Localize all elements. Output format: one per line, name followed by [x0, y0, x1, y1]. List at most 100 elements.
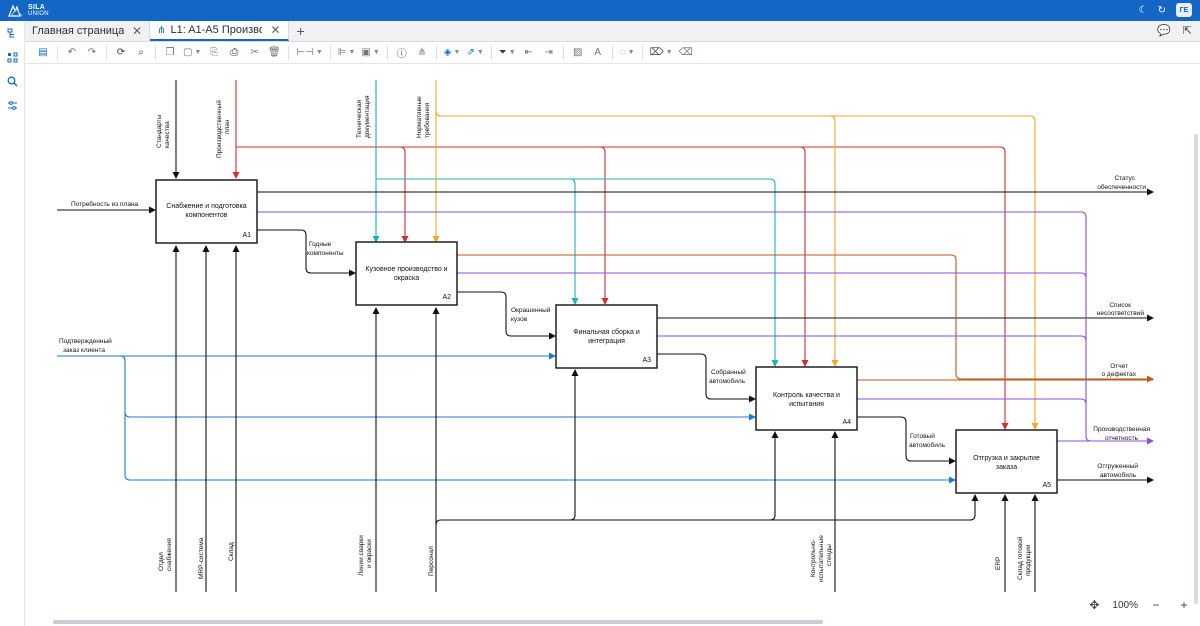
add-tab-button[interactable]: +	[296, 23, 305, 39]
filter-icon[interactable]: ⏷▼	[498, 47, 516, 58]
arrow-control-techdoc-a4[interactable]	[570, 178, 779, 367]
activity-box[interactable]	[155, 179, 258, 244]
logo-text-bottom: UNION	[28, 10, 49, 17]
cut-icon[interactable]: ✂	[250, 47, 259, 58]
activity-a5[interactable]: Отгрузка и закрытие заказа A5	[955, 429, 1058, 494]
zoom-level: 100%	[1112, 599, 1138, 611]
copy-icon[interactable]: ❐	[165, 47, 175, 58]
arrow-flow-a4-a5[interactable]	[857, 416, 956, 465]
comments-icon[interactable]: 💬	[1157, 25, 1171, 37]
zoom-out-button[interactable]: −	[1152, 598, 1160, 612]
comment-shape-icon[interactable]: ◌▼	[619, 47, 635, 58]
text-icon[interactable]: A	[594, 47, 602, 58]
arrow-input-order-a4[interactable]	[119, 355, 756, 421]
activity-box[interactable]	[755, 366, 858, 431]
paste-icon[interactable]: ⎘	[210, 47, 219, 58]
arrange-icon[interactable]: ▣▼	[361, 47, 380, 58]
activity-box[interactable]	[555, 304, 658, 369]
activity-label-line2: испытания	[789, 401, 824, 408]
diagram-tools-icon[interactable]	[0, 45, 25, 69]
arrow-control-plan-a5[interactable]	[800, 146, 1009, 430]
logo-text-top: SILA	[28, 3, 46, 11]
info-icon[interactable]: ⓘ	[396, 49, 407, 60]
filters-glyph	[8, 100, 17, 110]
tab-diagram-close-icon[interactable]: ✕	[270, 23, 281, 37]
arrow-output-reporting-a3[interactable]	[657, 335, 1087, 342]
control-label-line2: качества	[164, 121, 171, 148]
arrow-output-defects-a2[interactable]	[457, 254, 1154, 383]
layers-icon[interactable]: ▤	[38, 47, 48, 58]
undo-icon[interactable]: ↶	[67, 47, 77, 58]
idef0-diagram[interactable]: Снабжение и подготовка компонентов A1 Ку…	[25, 64, 1200, 626]
theme-toggle-icon[interactable]: ☾	[1138, 4, 1148, 16]
output-label-line2: несоответствий	[1097, 309, 1145, 317]
print-icon[interactable]: ⎙	[230, 47, 239, 58]
output-label-line1: Производственная	[1093, 426, 1150, 433]
control-label-line1: Нормативные	[416, 96, 423, 138]
eraser-icon[interactable]: ⌫	[678, 47, 693, 58]
app-logo[interactable]: SILA UNION	[8, 4, 49, 18]
hierarchy-glyph	[7, 28, 14, 37]
arrow-control-norms-a5[interactable]	[830, 115, 1039, 430]
horizontal-scrollbar[interactable]	[53, 620, 823, 624]
zoom-in-button[interactable]: +	[1180, 598, 1188, 612]
activity-box[interactable]	[355, 241, 458, 306]
activity-a2[interactable]: Кузовное производство и окраска A2	[355, 241, 458, 306]
input-label-line2: заказ клиента	[63, 347, 105, 354]
arrow-mech-staff-a4[interactable]	[570, 431, 779, 521]
arrow-mech-staff-a5[interactable]	[770, 494, 979, 521]
activity-a1[interactable]: Снабжение и подготовка компонентов A1	[155, 179, 258, 244]
image-icon[interactable]: ▨	[572, 47, 583, 58]
activity-a4[interactable]: Контроль качества и испытания A4	[755, 366, 858, 431]
format-painter-icon[interactable]: ⌦▼	[649, 47, 673, 58]
user-avatar[interactable]: ГЕ	[1176, 3, 1192, 17]
filters-icon[interactable]	[0, 93, 25, 117]
output-label-line1: Статус	[1114, 175, 1135, 182]
mechanism-label-line1: Отдел	[158, 552, 165, 571]
refresh-icon[interactable]: ↻	[1157, 4, 1166, 16]
arrow-output-reporting-a2[interactable]	[457, 272, 1087, 279]
select-icon[interactable]: ◈▼	[443, 47, 461, 58]
distribute-icon[interactable]: ⊢⊣▼	[296, 47, 323, 58]
control-label-line2: документация	[364, 95, 371, 138]
arrow-input-order-a5[interactable]	[124, 412, 956, 484]
arrow-mech-staff-a3[interactable]	[435, 369, 579, 526]
tab-diagram[interactable]: ⋔ L1: A1-A5 Производст ✕	[150, 21, 289, 41]
activity-box[interactable]	[955, 429, 1058, 494]
mechanism-label: MRP-система	[198, 537, 205, 579]
collapse-icon[interactable]: ⇱	[1182, 25, 1192, 37]
logo-icon	[8, 4, 23, 17]
redo-icon[interactable]: ↷	[87, 47, 97, 58]
hierarchy-icon[interactable]	[0, 21, 25, 45]
mechanism-label-line1: Линии сварки	[358, 535, 365, 576]
arrow-control-plan-a2[interactable]	[236, 146, 409, 243]
control-label-line1: Производственный	[215, 100, 223, 158]
control-label-line2: план	[224, 119, 231, 134]
vertical-scrollbar[interactable]	[1194, 134, 1198, 604]
tree-layout-icon[interactable]: ⋔	[417, 47, 426, 58]
activity-label-line1: Отгрузка и закрытие	[973, 455, 1040, 462]
flow-label-line1: Годные	[309, 241, 332, 248]
tab-home-close-icon[interactable]: ✕	[132, 24, 143, 38]
arrow-flow-a1-a2[interactable]	[257, 229, 356, 277]
output-label-line2: о дефектах	[1102, 371, 1137, 378]
activity-a3[interactable]: Финальная сборка и интеграция A3	[555, 304, 658, 369]
shift-right-icon[interactable]: ⇥	[544, 47, 553, 58]
tab-home[interactable]: Главная страница ✕	[25, 21, 151, 41]
reload-icon[interactable]: ⟳	[116, 47, 126, 58]
arrow-flow-a3-a4[interactable]	[657, 353, 756, 403]
fit-view-icon[interactable]: ✥	[1089, 598, 1100, 612]
diagram-canvas[interactable]: Снабжение и подготовка компонентов A1 Ку…	[25, 64, 1200, 626]
export-icon[interactable]: ⇗▼	[466, 47, 484, 58]
arrow-output-reporting-a4[interactable]	[857, 398, 1087, 405]
find-icon[interactable]: ⌕	[138, 47, 144, 58]
search-icon[interactable]	[0, 69, 25, 93]
flow-label-line1: Окрашенный	[511, 306, 551, 314]
new-element-icon[interactable]: ▢▼	[183, 47, 202, 58]
align-icon[interactable]: ⊫▼	[337, 47, 356, 58]
delete-icon[interactable]: 🗑	[268, 47, 281, 58]
activity-label-line2: компонентов	[186, 212, 228, 219]
shift-left-icon[interactable]: ⇤	[524, 47, 533, 58]
arrow-flow-a2-a3[interactable]	[457, 291, 556, 340]
activity-label-line2: окраска	[394, 275, 419, 282]
